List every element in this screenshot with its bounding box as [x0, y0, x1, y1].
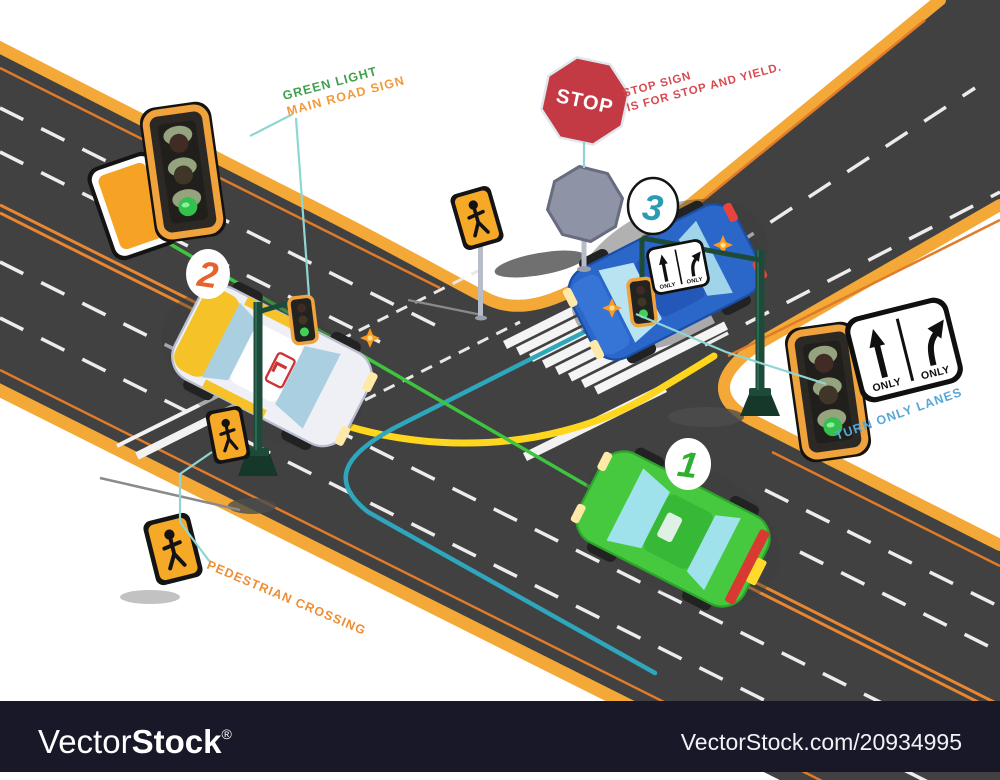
- traffic-light-large-right: [784, 321, 872, 463]
- marker-3: 3: [626, 176, 680, 236]
- only-label: ONLY: [659, 282, 676, 291]
- pedestrian-sign-floating: [143, 512, 203, 586]
- signal-pole-right: ONLY ONLY: [626, 235, 780, 416]
- annotation-stop-sign: STOP SIGN IS FOR STOP AND YIELD.: [622, 61, 784, 114]
- traffic-light-small-right: [626, 276, 658, 328]
- traffic-light-small-left: [287, 294, 319, 346]
- path-teal-blue-car: [343, 311, 658, 676]
- car-green: [570, 447, 780, 611]
- signal-pole-left: [205, 294, 319, 476]
- marker-1: 1: [665, 438, 711, 490]
- curb-south: [0, 383, 697, 743]
- stop-sign-back: [545, 164, 625, 272]
- traffic-light-large-left: [139, 101, 227, 243]
- marker-2: 2: [186, 249, 230, 299]
- pedestrian-sign-pole-center: [450, 185, 504, 321]
- stop-sign-front: STOP: [540, 56, 630, 146]
- annotation-green-light: GREEN LIGHT MAIN ROAD SIGN: [281, 64, 406, 118]
- lane-sign-large: ONLY ONLY: [845, 297, 963, 403]
- watermark-url: VectorStock.com/20934995: [681, 729, 962, 755]
- pedestrian-crossing-sign: [450, 185, 504, 251]
- watermark-brand-light: Vector: [38, 723, 132, 760]
- lane-sign-small: ONLY ONLY: [646, 239, 710, 295]
- watermark-registered: ®: [221, 726, 232, 742]
- only-label: ONLY: [686, 277, 703, 286]
- watermark-bar: VectorStock® VectorStock.com/20934995: [0, 701, 1000, 772]
- pedestrian-crossing-sign: [205, 406, 251, 464]
- watermark-brand-bold: Stock: [132, 723, 223, 760]
- annotation-lines: [178, 113, 827, 563]
- watermark-brand: VectorStock®: [38, 723, 232, 760]
- shadows: [99, 250, 744, 604]
- roof-sign: [264, 352, 296, 389]
